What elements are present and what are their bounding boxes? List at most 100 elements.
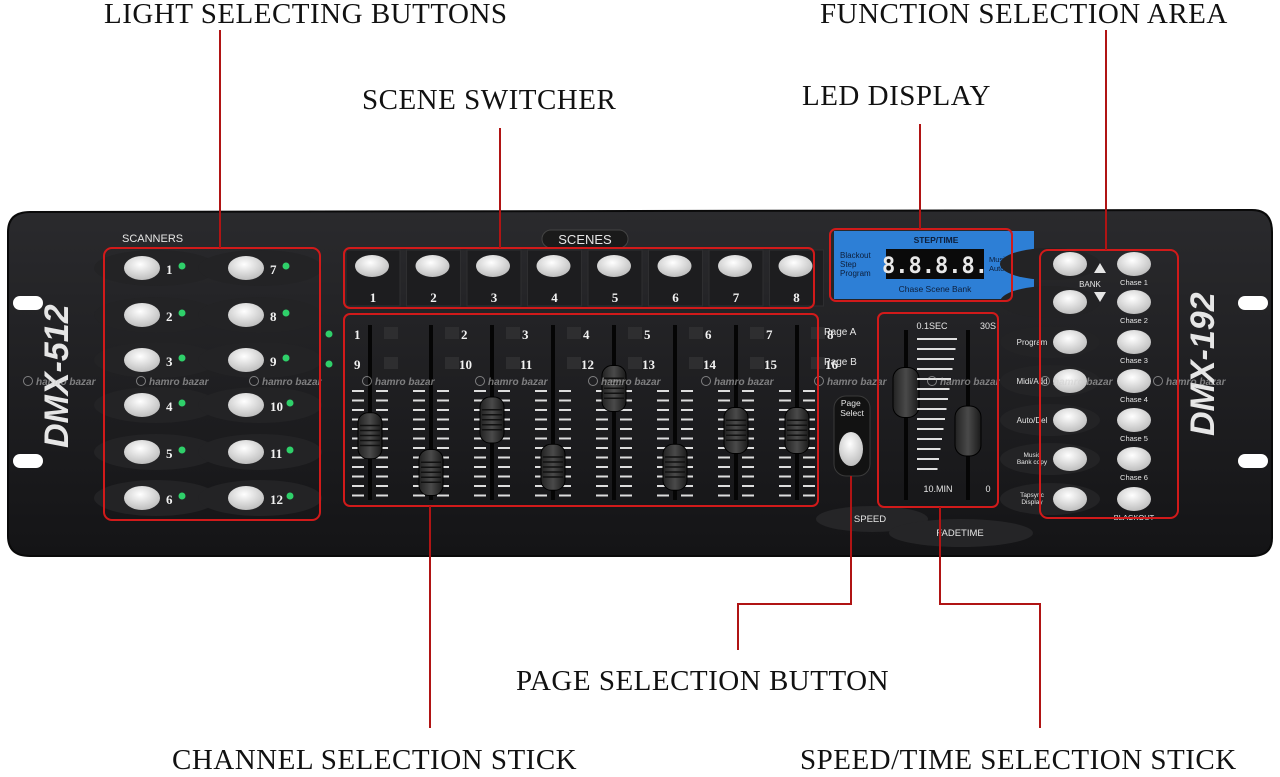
fader-tick [559,437,571,440]
fader-tick [376,409,388,411]
callout-page-selection: PAGE SELECTION BUTTON [516,665,890,697]
fader-knob-grip [726,439,746,441]
fader-tick [474,456,486,459]
speed-knob[interactable] [954,405,982,457]
scene-button[interactable] [355,255,389,277]
scene-button[interactable] [778,255,813,277]
fader-tick [742,456,754,459]
scanner-button[interactable] [124,440,160,464]
fader-tick [620,437,632,440]
chase-label: Chase 6 [1120,473,1148,482]
display-left-line: Program [840,269,871,278]
function-label-line: Tapsync [1020,492,1045,499]
bank-down-icon[interactable] [1094,292,1106,302]
scanner-number: 1 [166,262,173,277]
fader-tick [535,485,547,487]
scene-button[interactable] [415,255,450,277]
function-button[interactable] [1053,369,1087,393]
scanner-button[interactable] [228,393,264,417]
scanner-button[interactable] [124,303,160,327]
fader-knob-grip [665,476,685,478]
scanner-button[interactable] [124,348,160,372]
fader-tick [535,409,547,411]
speed-scale-tick [917,448,941,450]
function-label: Program [1017,338,1048,347]
chase-label: Chase 4 [1120,395,1148,404]
watermark-icon [927,376,937,386]
chase-button[interactable] [1117,290,1151,314]
fader-tick [352,409,364,411]
fader-tick [779,409,791,411]
scanner-button[interactable] [228,303,264,327]
scene-button[interactable] [718,255,752,277]
fader-tick [718,475,730,478]
display-title: STEP/TIME [914,235,959,245]
fader-knob-grip [604,387,624,389]
function-button[interactable] [1053,408,1087,432]
fader-tick [474,485,486,487]
function-button[interactable] [1053,252,1087,276]
fader-tick [718,447,730,449]
fader-tick [559,399,571,402]
scene-button[interactable] [597,255,631,277]
fader-tick [681,390,693,392]
fader-tick [376,475,388,478]
fader-tick [657,485,669,487]
chase-button[interactable] [1117,330,1151,354]
channel-number-b: 14 [703,357,717,372]
fader-tick [620,494,632,497]
fader-tick [596,485,608,487]
speed-scale-tick [917,388,950,390]
scene-button[interactable] [476,255,510,277]
chase-button[interactable] [1117,408,1151,432]
rack-slot-bl [13,454,43,468]
fader-knob-grip [604,377,624,379]
fader-tick [376,494,388,497]
fader-knob-grip [665,456,685,458]
highlight-speed [877,312,999,508]
scanner-button[interactable] [228,256,264,280]
scanner-number: 7 [270,262,277,277]
watermark-text: hamro bazar [827,377,888,388]
scanner-button[interactable] [228,348,264,372]
function-button[interactable] [1053,447,1087,471]
chase-button[interactable] [1117,487,1151,511]
fader-knob-grip [665,461,685,463]
fader-tick [742,466,754,468]
chase-button[interactable] [1117,252,1151,276]
scanner-button[interactable] [124,256,160,280]
fader-knob-grip [360,444,380,447]
scanner-number: 3 [166,354,173,369]
scanner-number: 2 [166,309,173,324]
scanner-button[interactable] [124,393,160,417]
speed-label: SPEED [854,514,886,525]
function-label: Auto/Del [1017,416,1048,425]
fader-tick [718,409,730,411]
speed-knob[interactable] [892,367,920,418]
function-button[interactable] [1053,330,1087,354]
bank-up-icon[interactable] [1094,263,1106,273]
function-button[interactable] [1053,290,1087,314]
scene-button[interactable] [536,255,571,277]
chase-button[interactable] [1117,447,1151,471]
fader-tick [803,447,815,449]
scene-button[interactable] [657,255,692,277]
fader-knob-grip [421,471,441,473]
fader-knob-grip [726,434,746,436]
fader-tick [498,475,510,478]
chase-label: Chase 5 [1120,434,1148,443]
scanner-button[interactable] [228,486,264,510]
scene-number: 2 [430,290,437,305]
chase-button[interactable] [1117,369,1151,393]
fader-tick [376,399,388,402]
function-button[interactable] [1053,487,1087,511]
fader-tick [535,447,547,449]
scanner-button[interactable] [228,440,264,464]
fader-tick [657,418,669,421]
chase-label: Chase 2 [1120,316,1148,325]
page-select-button[interactable] [839,432,863,466]
fader-knob-grip [543,466,563,468]
scanner-button[interactable] [124,486,160,510]
